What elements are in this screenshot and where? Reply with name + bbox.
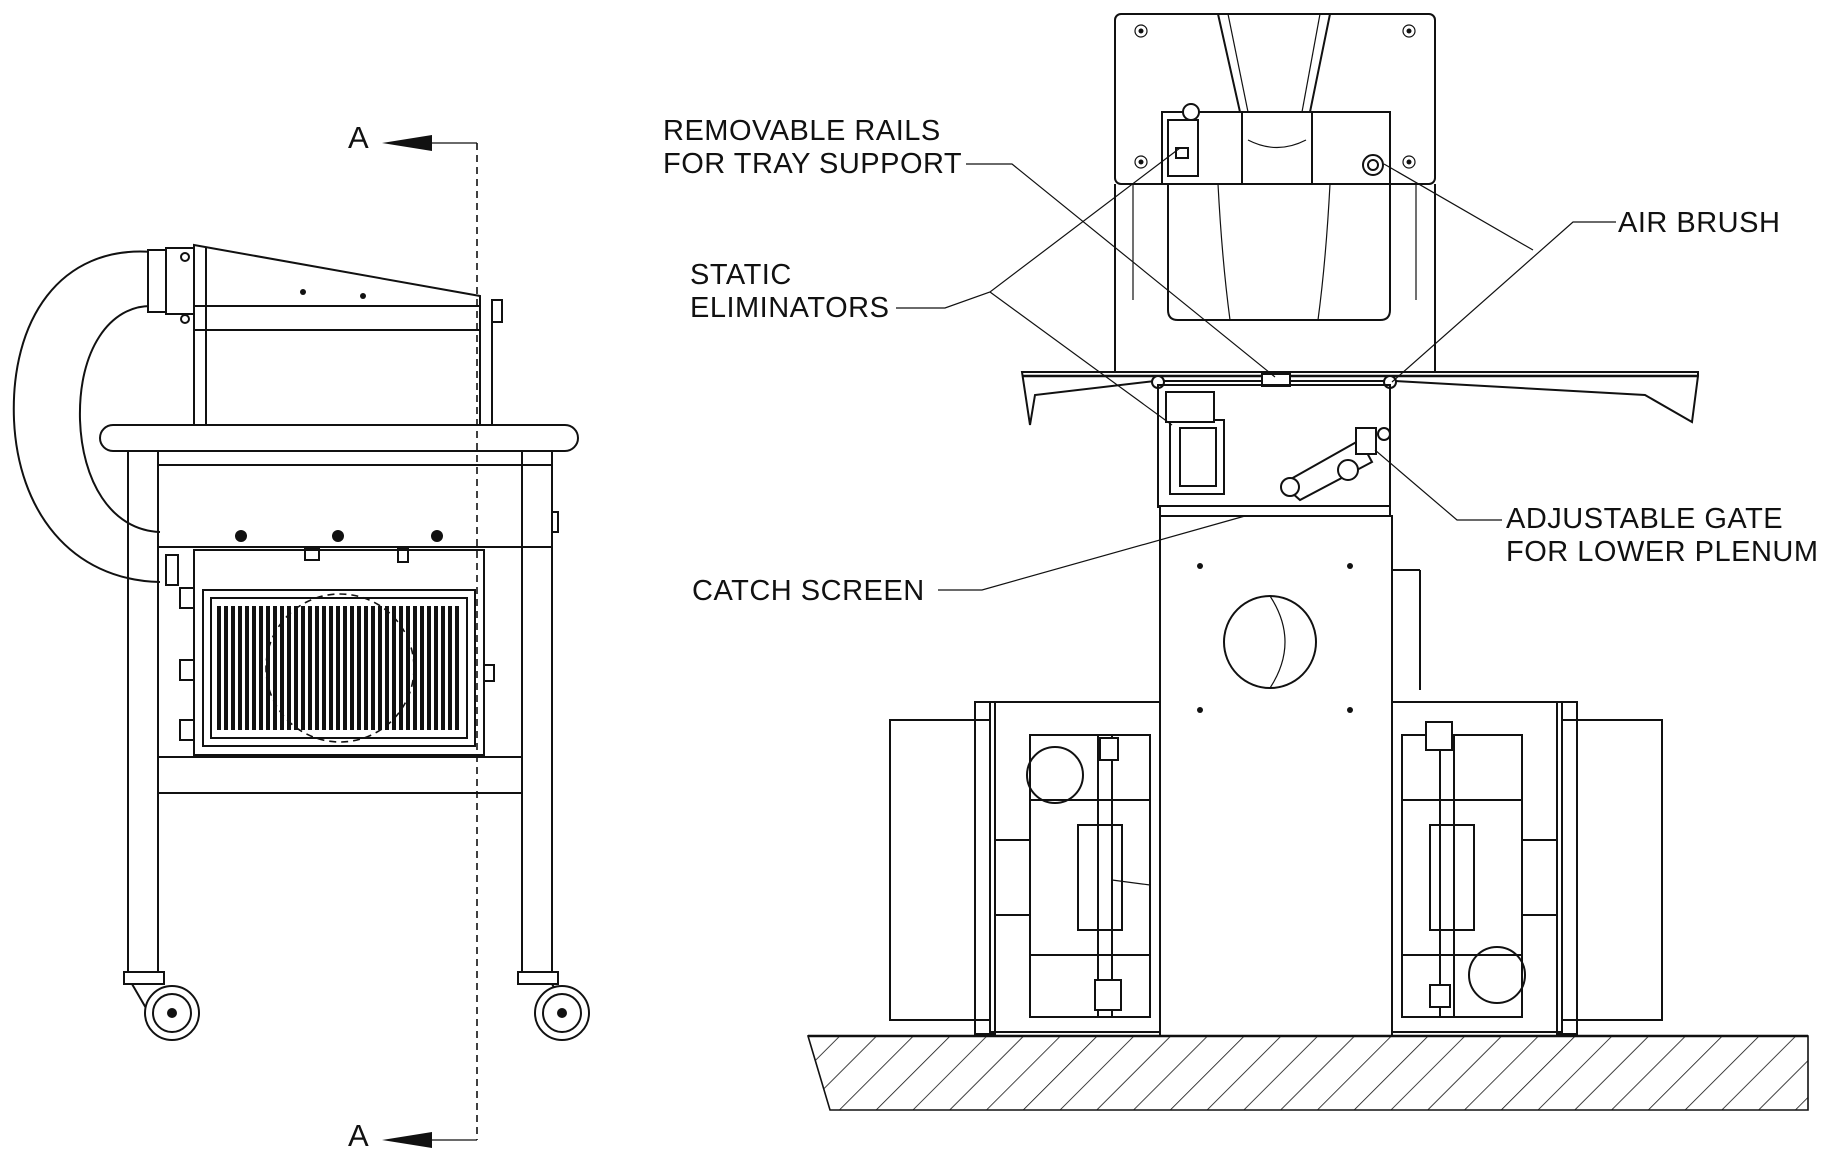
main-plenum xyxy=(1159,515,1393,1037)
table-top xyxy=(99,424,579,452)
callout-removable-rails: REMOVABLE RAILS FOR TRAY SUPPORT xyxy=(663,115,1276,378)
section-line: A A xyxy=(348,120,478,1151)
callout-adjustable-gate-line1: ADJUSTABLE GATE xyxy=(1506,503,1783,535)
callout-adjustable-gate: ADJUSTABLE GATE FOR LOWER PLENUM xyxy=(1374,449,1819,568)
callout-air-brush: AIR BRUSH xyxy=(1383,163,1780,383)
section-view xyxy=(806,13,1809,1111)
fan-left xyxy=(889,701,1161,1035)
filter-box xyxy=(165,549,495,756)
upper-hood xyxy=(180,243,503,425)
callout-catch-screen: CATCH SCREEN xyxy=(692,515,1246,607)
callout-adjustable-gate-line2: FOR LOWER PLENUM xyxy=(1506,536,1819,568)
callout-static-eliminators: STATIC ELIMINATORS xyxy=(690,147,1181,426)
callout-air-brush-label: AIR BRUSH xyxy=(1618,207,1780,239)
callout-static-eliminators-line2: ELIMINATORS xyxy=(690,292,889,324)
caster-left xyxy=(123,971,200,1041)
callout-catch-screen-label: CATCH SCREEN xyxy=(692,575,925,607)
caster-right xyxy=(517,971,590,1041)
section-marker-bottom: A xyxy=(348,1118,369,1151)
side-view: A A xyxy=(12,120,590,1151)
flex-duct xyxy=(12,250,161,583)
section-table-top xyxy=(1020,371,1699,426)
callout-removable-rails-line2: FOR TRAY SUPPORT xyxy=(663,148,962,180)
callout-static-eliminators-line1: STATIC xyxy=(690,259,792,291)
floor xyxy=(806,1034,1809,1111)
table-legs xyxy=(127,451,559,972)
section-marker-top: A xyxy=(348,120,369,155)
callout-removable-rails-line1: REMOVABLE RAILS xyxy=(663,115,941,147)
fan-right xyxy=(1391,701,1663,1035)
